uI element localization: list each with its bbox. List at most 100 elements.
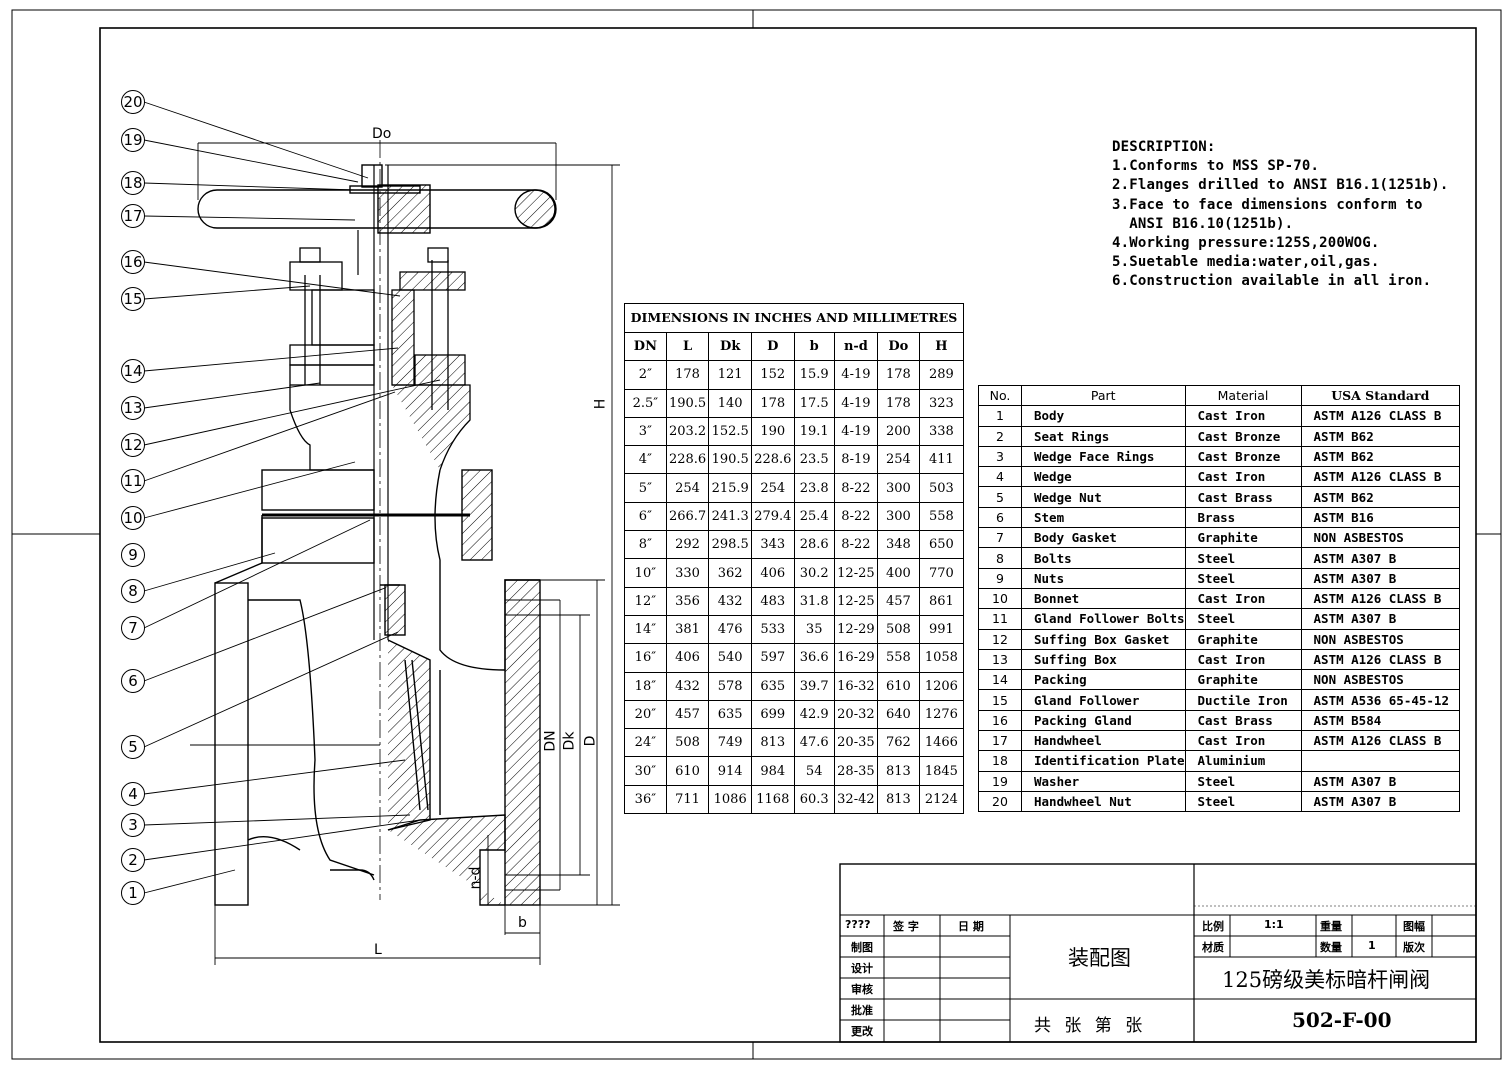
table-cell: Seat Rings	[1021, 425, 1186, 447]
table-cell: 9	[978, 567, 1022, 589]
dimensions-table-title: DIMENSIONS IN INCHES AND MILLIMETRES	[624, 303, 964, 332]
table-cell: 4-19	[833, 388, 879, 418]
table-cell: 4	[978, 466, 1022, 488]
table-cell: 578	[708, 671, 752, 701]
table-cell: Handwheel	[1021, 730, 1186, 752]
table-cell: 1086	[708, 784, 752, 815]
table-cell: 1168	[751, 784, 795, 815]
table-cell: 699	[751, 699, 795, 730]
table-cell: 20″	[624, 699, 667, 730]
table-cell: Steel	[1184, 547, 1302, 569]
role-revision: 更改	[851, 1025, 873, 1038]
table-cell: 483	[751, 586, 795, 616]
table-cell: 558	[918, 501, 965, 532]
table-cell: 254	[665, 473, 710, 503]
table-cell: 1466	[918, 728, 965, 758]
table-cell: 300	[877, 473, 920, 503]
table-cell: 25.4	[793, 501, 835, 532]
description-heading: DESCRIPTION:	[1112, 139, 1216, 155]
col-header: Material	[1184, 384, 1302, 407]
table-cell: NON ASBESTOS	[1300, 628, 1461, 650]
table-cell: 20	[978, 790, 1022, 813]
table-cell: 635	[708, 699, 752, 730]
table-cell: ASTM A126 CLASS B	[1300, 730, 1461, 752]
format-label: 图幅	[1403, 920, 1425, 933]
table-cell: 813	[751, 728, 795, 758]
ratio-value: 1:1	[1264, 918, 1284, 931]
table-cell: 640	[877, 699, 920, 730]
table-cell: 12-25	[833, 558, 879, 588]
col-header: No.	[978, 384, 1022, 407]
table-cell: 5	[978, 486, 1022, 508]
table-cell: 300	[877, 501, 920, 532]
sign-header-signature: 签 字	[893, 920, 919, 933]
table-cell: 178	[665, 360, 710, 390]
callout-2: 2	[121, 848, 145, 872]
table-cell: 533	[751, 614, 795, 645]
col-header: Dk	[708, 331, 752, 362]
table-cell: 8-19	[833, 445, 879, 475]
table-cell: 10	[978, 587, 1022, 610]
table-cell: 2	[978, 425, 1022, 447]
table-cell: 2.5″	[624, 388, 667, 418]
title-block-grid	[839, 863, 1477, 1043]
table-cell: 457	[665, 699, 710, 730]
table-cell: 770	[918, 558, 965, 588]
quantity-value: 1	[1368, 939, 1376, 952]
table-cell: 42.9	[793, 699, 835, 730]
table-cell: 152.5	[708, 416, 752, 447]
table-cell: ASTM A536 65-45-12	[1300, 689, 1461, 711]
table-cell: 15.9	[793, 360, 835, 390]
drawing-title: 125磅级美标暗杆闸阀	[1222, 968, 1431, 992]
table-cell: 4″	[624, 445, 667, 475]
table-cell: Identification Plate	[1021, 750, 1186, 772]
sheet-border	[11, 9, 1502, 1060]
table-cell: 457	[877, 586, 920, 616]
table-cell: ASTM B16	[1300, 506, 1461, 529]
table-cell: Cast Iron	[1184, 466, 1302, 488]
table-cell: 711	[665, 784, 710, 815]
table-cell	[1300, 750, 1461, 772]
callout-5: 5	[121, 735, 145, 759]
table-cell: ASTM A126 CLASS B	[1300, 405, 1461, 427]
quantity-label: 数量	[1320, 941, 1342, 954]
table-cell: Cast Iron	[1184, 648, 1302, 671]
table-cell: Handwheel Nut	[1021, 790, 1186, 813]
role-drafter: 制图	[851, 941, 873, 954]
table-cell: 54	[793, 756, 835, 786]
table-cell: 508	[665, 728, 710, 758]
table-cell: 16-29	[833, 643, 879, 673]
table-cell: 8	[978, 547, 1022, 569]
table-cell: 32-42	[833, 784, 879, 815]
table-cell: 200	[877, 416, 920, 447]
table-cell: Body	[1021, 405, 1186, 427]
table-cell: 400	[877, 558, 920, 588]
table-cell: Gland Follower	[1021, 689, 1186, 711]
table-cell: 36.6	[793, 643, 835, 673]
callout-10: 10	[121, 506, 145, 530]
material-label: 材质	[1202, 941, 1224, 954]
table-cell: Cast Iron	[1184, 730, 1302, 752]
dimension-lines	[190, 142, 620, 965]
table-cell: 19	[978, 770, 1022, 792]
table-cell: 254	[877, 445, 920, 475]
description-item: 2.Flanges drilled to ANSI B16.1(1251b).	[1112, 177, 1449, 194]
callout-4: 4	[121, 782, 145, 806]
stem	[357, 140, 389, 900]
table-cell: 31.8	[793, 586, 835, 616]
table-cell: 8-22	[833, 530, 879, 560]
callout-15: 15	[121, 287, 145, 311]
table-cell: 762	[877, 728, 920, 758]
